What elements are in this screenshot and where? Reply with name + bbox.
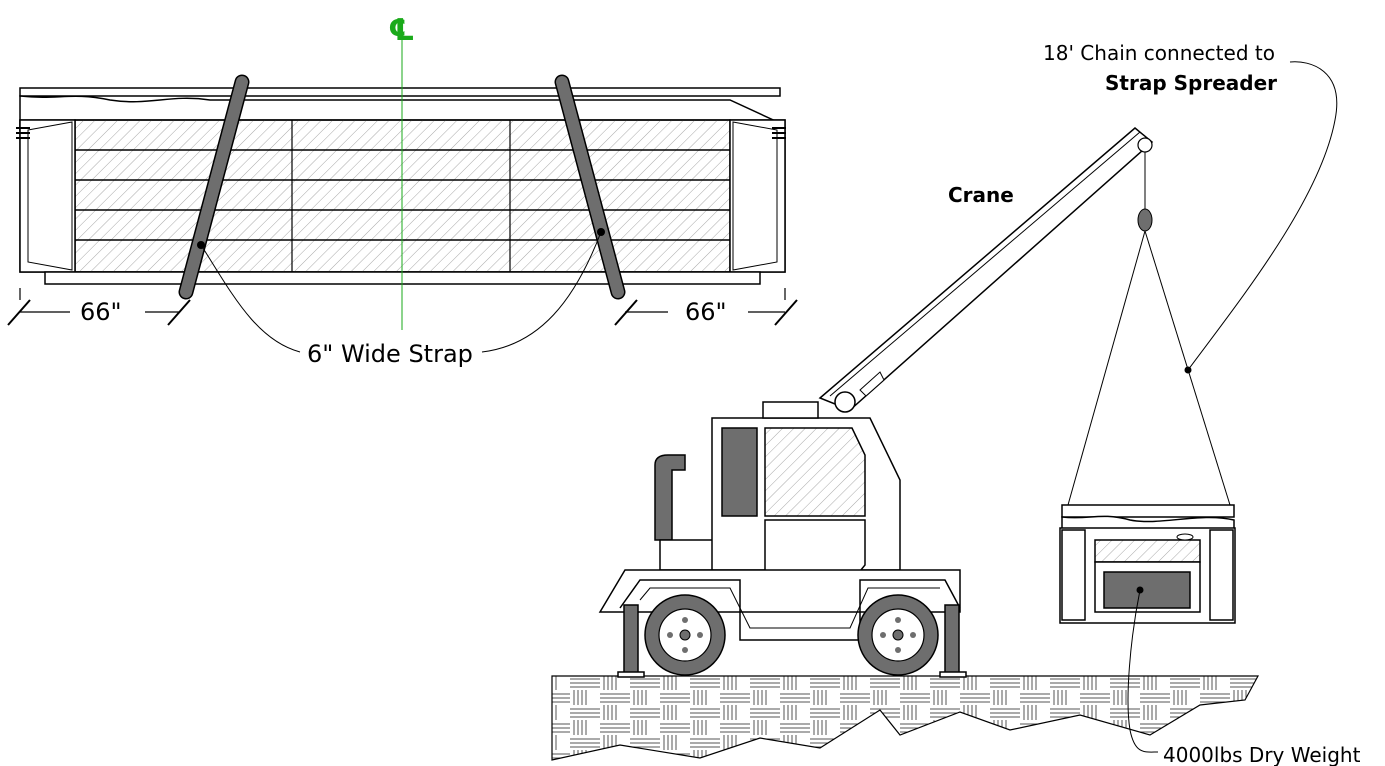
- strap-leader-lines: [200, 231, 602, 353]
- wheel-rear: [857, 594, 939, 676]
- weight-leader-dot: [1136, 586, 1144, 594]
- chain-label-line1: 18' Chain connected to: [1043, 41, 1275, 65]
- crane-label: Crane: [948, 183, 1014, 207]
- spa-side-view: [16, 87, 786, 285]
- strap-left: [178, 74, 250, 300]
- wheel-front: [644, 594, 726, 676]
- chain-label-line2: Strap Spreader: [1105, 71, 1277, 95]
- weight-leader: [1127, 589, 1159, 753]
- weight-label: 4000lbs Dry Weight: [1163, 743, 1361, 766]
- centerline-symbol: ℄: [388, 13, 415, 48]
- strap-width-label: 6" Wide Strap: [307, 340, 473, 368]
- dimension-left: [7, 288, 191, 326]
- dimension-right: [614, 288, 798, 326]
- dimension-left-label: 66": [80, 298, 122, 326]
- lifting-slings: [1067, 61, 1338, 506]
- ground: [551, 675, 1260, 761]
- dimension-right-label: 66": [685, 298, 727, 326]
- centerline: ℄: [388, 13, 415, 330]
- crane-vehicle: [598, 391, 967, 678]
- crane-boom: [818, 127, 1154, 411]
- suspended-spa: [1059, 504, 1236, 624]
